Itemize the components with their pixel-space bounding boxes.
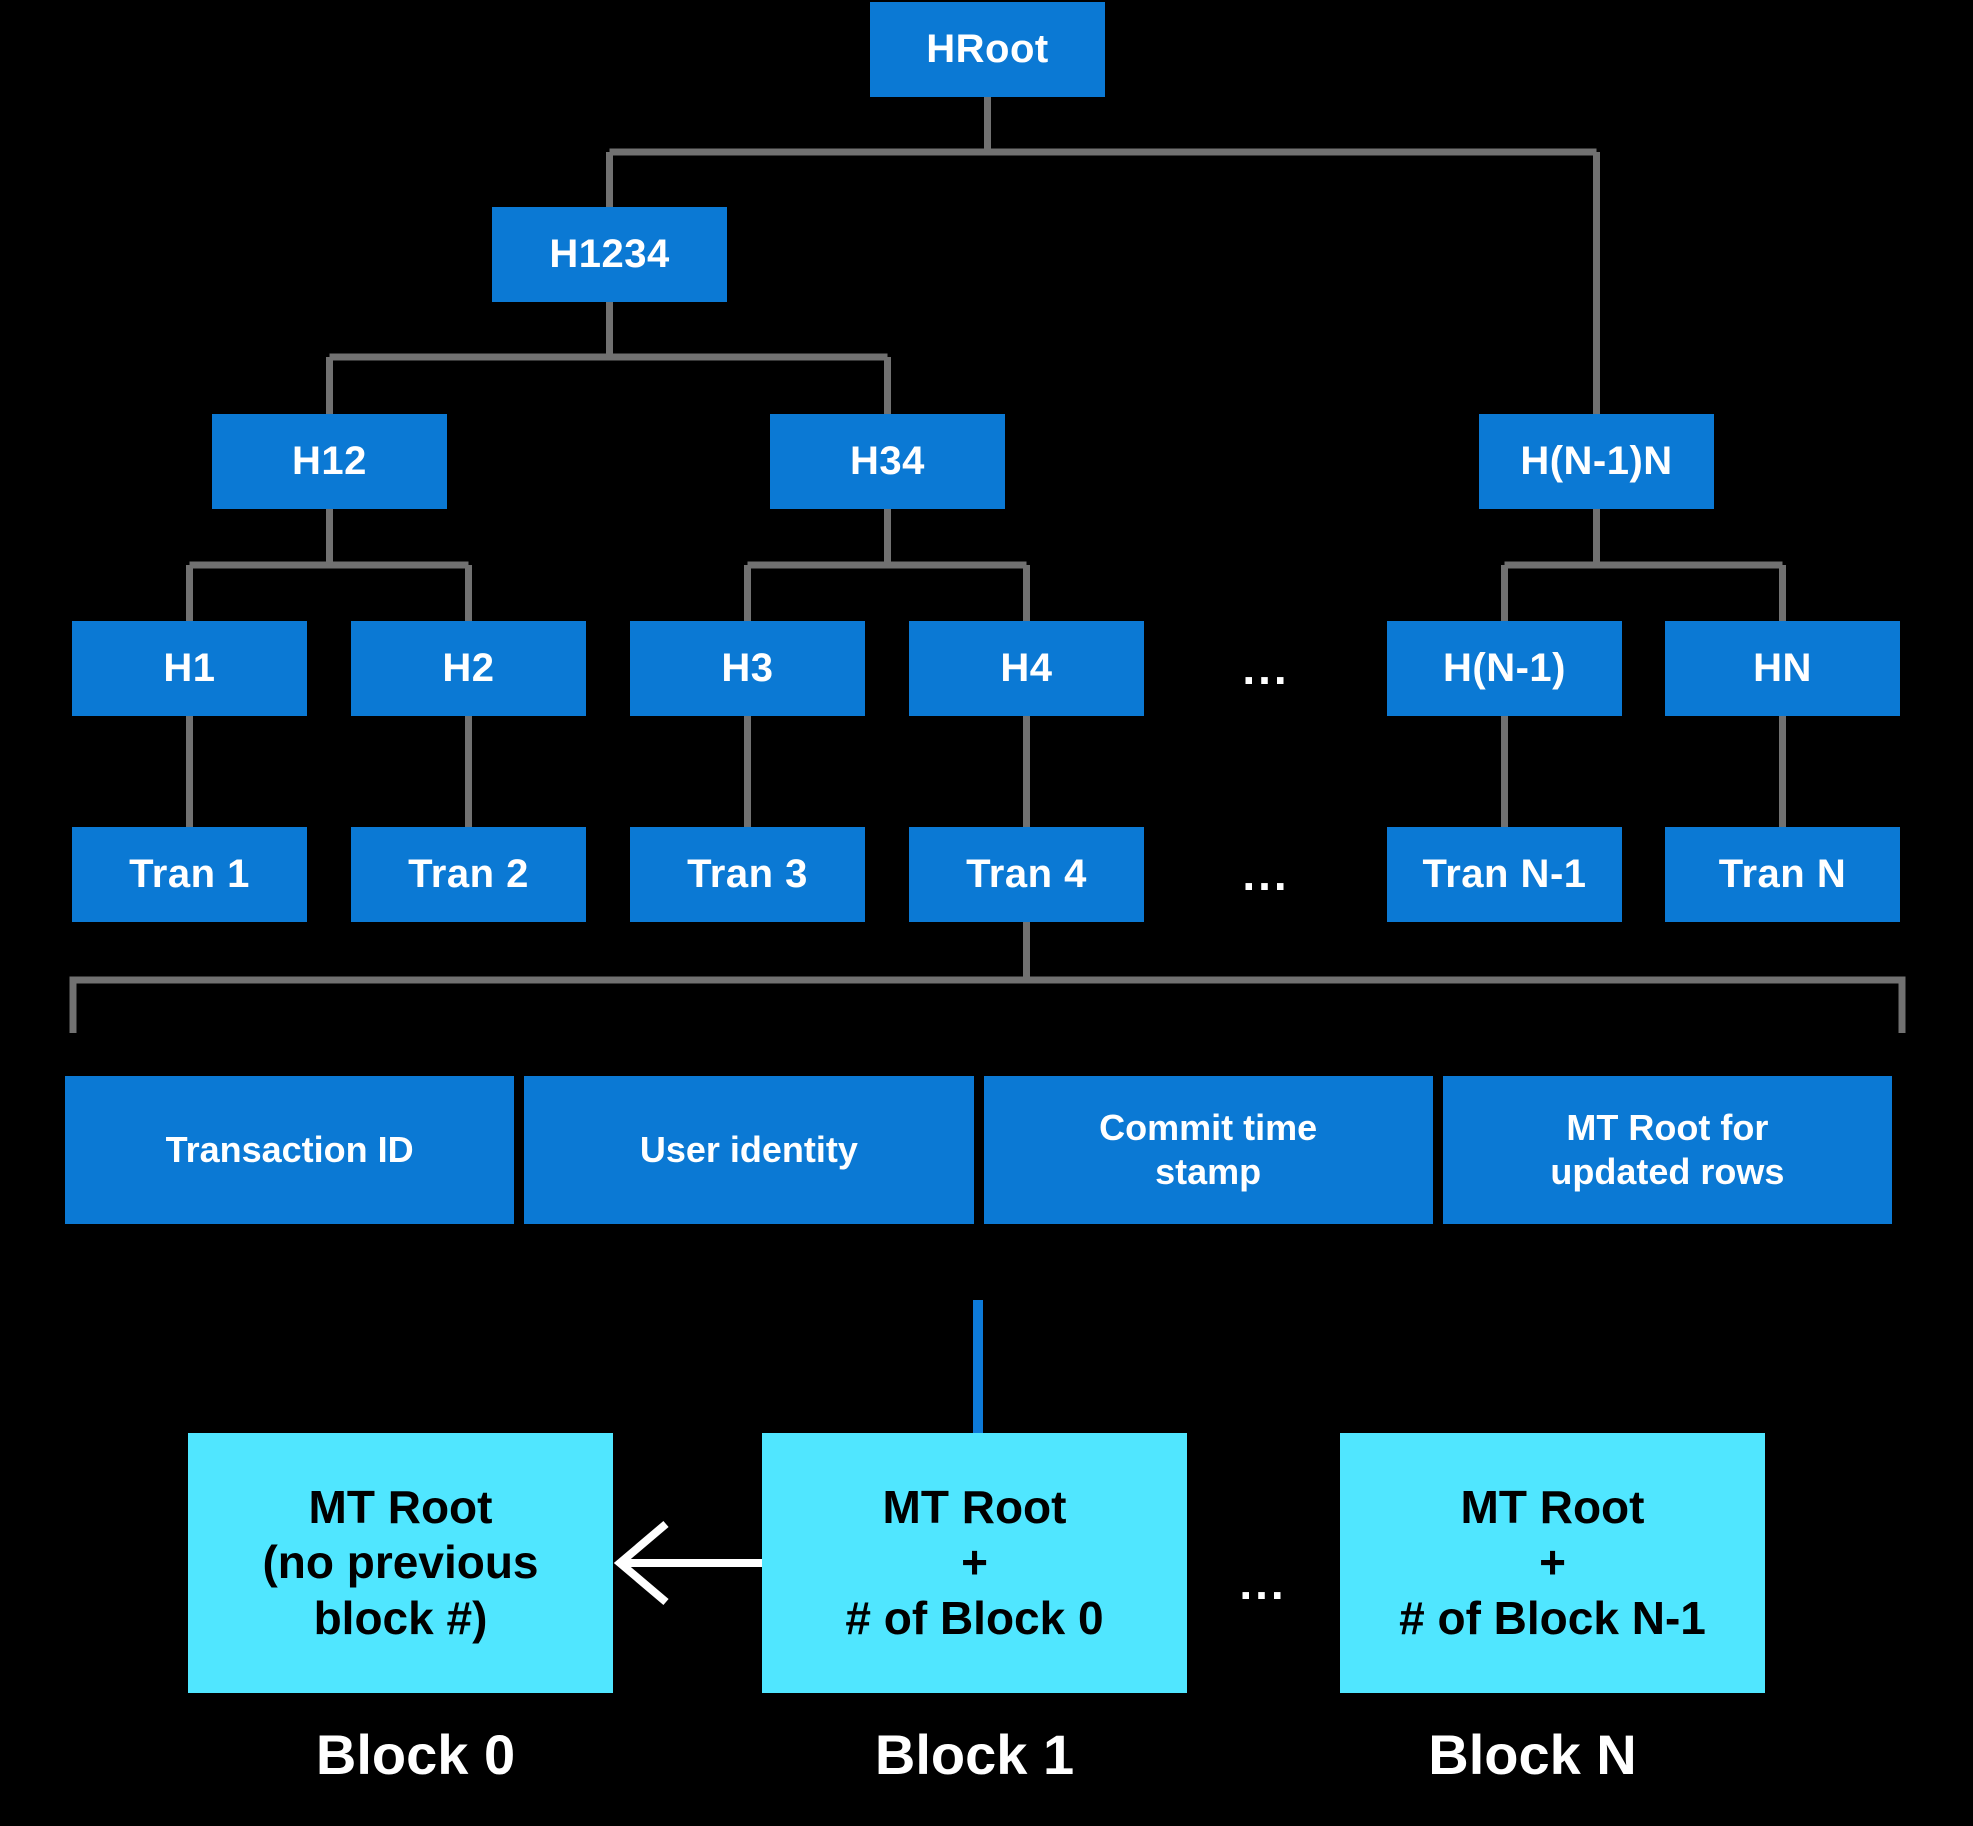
transaction-bracket: [69, 976, 1906, 1033]
block-n-label: Block N: [1428, 1723, 1637, 1786]
node-tran3: Tran 3: [630, 827, 865, 922]
block-n-box: MT Root + # of Block N-1: [1340, 1433, 1765, 1693]
node-trann: Tran N: [1665, 827, 1900, 922]
node-hn1: H(N-1): [1387, 621, 1622, 716]
ellipsis-h-row: ...: [1242, 642, 1290, 694]
cell-commit-time-stamp-label: Commit time stamp: [1099, 1107, 1318, 1192]
cell-user-identity: User identity: [524, 1076, 974, 1224]
node-h1: H1: [72, 621, 307, 716]
cell-mt-root-updated-rows-label: MT Root for updated rows: [1550, 1107, 1785, 1192]
block-1-line2: +: [961, 1536, 988, 1589]
node-h2: H2: [351, 621, 586, 716]
block-1-line3: # of Block 0: [845, 1591, 1104, 1644]
block-0-line1: MT Root: [308, 1481, 493, 1534]
prev-block-arrow: [613, 1520, 762, 1606]
cell-transaction-id: Transaction ID: [65, 1076, 515, 1224]
node-h1234: H1234: [492, 207, 727, 302]
block-0-line3: block #): [313, 1591, 488, 1644]
cell-transaction-id-label: Transaction ID: [165, 1129, 414, 1171]
node-trann1: Tran N-1: [1387, 827, 1622, 922]
block-1-label: Block 1: [874, 1723, 1075, 1786]
node-h4: H4: [909, 621, 1144, 716]
node-hn: HN: [1665, 621, 1900, 716]
ellipsis-blocks: ...: [1239, 1557, 1287, 1609]
node-h34: H34: [770, 414, 1005, 509]
block-1-line1: MT Root: [882, 1481, 1067, 1534]
node-tran2: Tran 2: [351, 827, 586, 922]
block-0-box: MT Root (no previous block #): [188, 1433, 613, 1693]
block-0-label: Block 0: [315, 1723, 516, 1786]
node-tran1: Tran 1: [72, 827, 307, 922]
block-n-line2: +: [1539, 1536, 1566, 1589]
node-h12: H12: [212, 414, 447, 509]
block-1-box: MT Root + # of Block 0: [762, 1433, 1187, 1693]
cell-mt-root-updated-rows: MT Root for updated rows: [1442, 1076, 1892, 1224]
node-h3: H3: [630, 621, 865, 716]
ellipsis-tran-row: ...: [1242, 848, 1290, 900]
tree-connectors: [186, 97, 1786, 980]
node-hroot: HRoot: [870, 2, 1105, 97]
block-n-line3: # of Block N-1: [1399, 1591, 1706, 1644]
cell-commit-time-stamp: Commit time stamp: [983, 1076, 1433, 1224]
block-n-line1: MT Root: [1460, 1481, 1645, 1534]
node-tran4: Tran 4: [909, 827, 1144, 922]
cell-user-identity-label: User identity: [639, 1129, 858, 1171]
block-0-line2: (no previous: [262, 1536, 539, 1589]
transaction-detail-row: Transaction ID User identity Commit time…: [65, 1076, 1892, 1224]
node-hn1n: H(N-1)N: [1479, 414, 1714, 509]
